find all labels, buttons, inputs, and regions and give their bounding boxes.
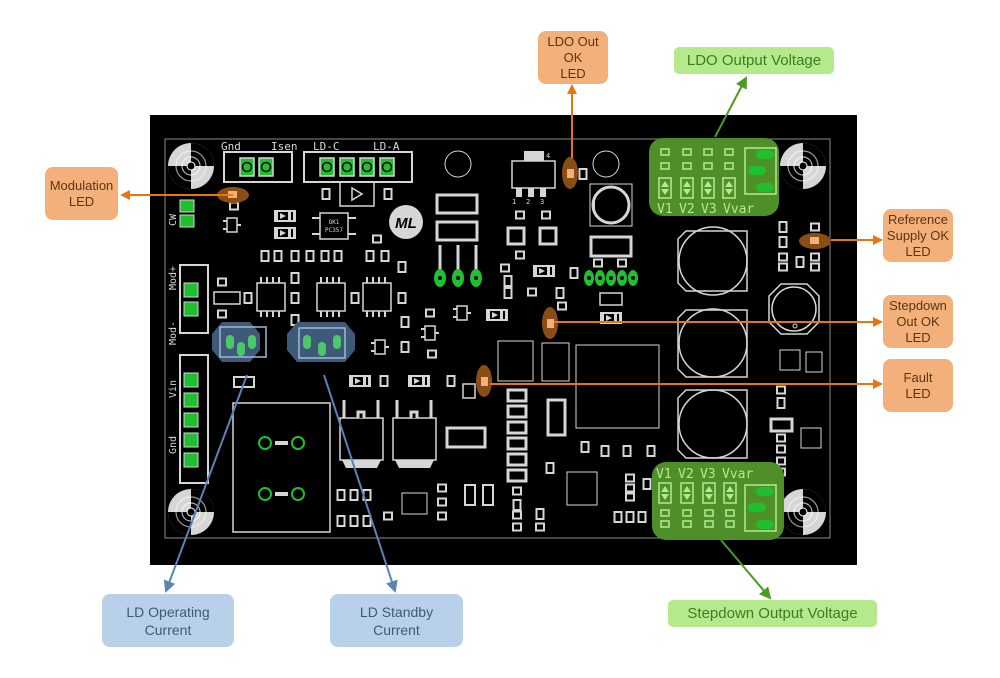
label-ld-c: LD-C xyxy=(313,140,340,153)
diode xyxy=(408,375,430,387)
electrolytic-cap xyxy=(589,183,633,227)
power-resistor xyxy=(589,235,633,258)
label-isen: Isen xyxy=(271,140,298,153)
smd-right-lower xyxy=(769,385,822,477)
label-ld-a: LD-A xyxy=(373,140,400,153)
pin-2: 2 xyxy=(526,198,530,206)
fault-led xyxy=(476,365,492,397)
callout-stepdown-output-voltage: Stepdown Output Voltage xyxy=(668,600,877,627)
ldo-out-ok-led xyxy=(562,157,578,189)
crystal-oscillator xyxy=(768,283,820,335)
callout-ld-standby-current: LD Standby Current xyxy=(330,594,463,647)
inductor xyxy=(677,389,748,459)
shunt-block xyxy=(232,402,331,533)
to252-package xyxy=(392,400,437,468)
label-gnd-side: Gnd xyxy=(168,436,179,454)
ic-small xyxy=(779,349,801,371)
cw-jumper: CW xyxy=(168,199,195,228)
stepdown-output-voltage-jumpers: V1 V2 V3 Vvar xyxy=(652,462,784,540)
connector-ld: LD-C LD-A xyxy=(303,140,413,183)
connector-gnd-isen: Gnd Isen xyxy=(221,140,298,183)
tvs-diode xyxy=(805,351,823,373)
capacitor xyxy=(506,226,526,246)
pin-1: 1 xyxy=(512,198,516,206)
label-ok1: OK1 xyxy=(329,219,340,226)
mounting-hole-top-left xyxy=(167,142,215,190)
callout-ldo-out-ok-led: LDO Out OK LED xyxy=(538,31,608,84)
diode-large xyxy=(339,181,375,207)
to220-pins xyxy=(434,245,482,287)
stepdown-jumper-v2: V2 xyxy=(678,467,694,482)
diode xyxy=(533,265,555,277)
arrow-ldo-output-voltage xyxy=(714,76,747,138)
label-gnd-top: Gnd xyxy=(221,140,241,153)
logo-text: ML xyxy=(395,215,417,232)
power-resistor xyxy=(435,220,479,242)
stepdown-ic xyxy=(575,344,660,429)
stepdown-jumper-vvar: Vvar xyxy=(722,467,753,482)
label-cw: CW xyxy=(168,213,179,226)
power-resistor xyxy=(445,426,487,449)
shunt-resistors xyxy=(258,436,305,501)
ic-package xyxy=(497,340,534,382)
callout-stepdown-out-ok-led: Stepdown Out OK LED xyxy=(883,295,953,348)
stepdown-jumper-v3: V3 xyxy=(700,467,716,482)
arrow-stepdown-output-voltage xyxy=(720,539,772,600)
smd-part xyxy=(462,383,476,399)
label-mod-plus: Mod+ xyxy=(168,266,179,290)
ldo-output-voltage-jumpers: V1 V2 V3 Vvar xyxy=(649,138,779,217)
ldo-jumper-vvar: Vvar xyxy=(723,202,754,217)
reference-supply-ok-led xyxy=(799,233,831,249)
diode xyxy=(349,375,371,387)
arrow-ld-operating-current xyxy=(163,374,248,593)
inductor xyxy=(677,308,748,378)
stepdown-jumper-v1: V1 xyxy=(656,467,672,482)
callout-ldo-output-voltage: LDO Output Voltage xyxy=(674,47,834,74)
power-resistor xyxy=(546,398,567,437)
fuse xyxy=(213,291,241,305)
fiducial-circle xyxy=(444,150,472,178)
inductor xyxy=(677,226,748,296)
optocoupler: OK1 PC357 xyxy=(312,212,356,240)
ldo-jumper-v1: V1 xyxy=(657,202,673,217)
diode xyxy=(274,227,296,239)
callout-reference-supply-ok-led: Reference Supply OK LED xyxy=(883,209,953,262)
smd-part xyxy=(233,376,255,388)
bridge-part xyxy=(599,292,623,306)
ld-standby-current-trimmer xyxy=(287,322,355,362)
regulator-sot223: 4 1 2 3 xyxy=(511,151,556,206)
ld-operating-current-trimmer xyxy=(212,322,267,362)
stepdown-out-ok-led xyxy=(542,307,558,339)
pin-3: 3 xyxy=(540,198,544,206)
connector-vin-gnd: Vin Gnd xyxy=(168,354,209,484)
capacitor xyxy=(538,226,558,246)
ic-package xyxy=(566,471,598,506)
diode xyxy=(274,210,296,222)
smd-cluster xyxy=(336,483,494,527)
mounting-hole-top-right xyxy=(779,142,827,190)
ldo-jumper-v3: V3 xyxy=(701,202,717,217)
label-mod-minus: Mod- xyxy=(168,321,179,345)
label-vin: Vin xyxy=(168,380,179,398)
pin-4: 4 xyxy=(546,152,550,160)
header-pins-green xyxy=(584,258,638,286)
label-pc357: PC357 xyxy=(325,227,343,234)
ldo-jumper-v2: V2 xyxy=(679,202,695,217)
arrow-ld-standby-current xyxy=(323,374,398,593)
brand-logo: ML xyxy=(389,205,423,239)
diode xyxy=(486,309,508,321)
ic-package xyxy=(541,342,570,382)
callout-fault-led: Fault LED xyxy=(883,359,953,412)
board-outline xyxy=(164,138,831,539)
callout-ld-operating-current: LD Operating Current xyxy=(102,594,234,647)
mounting-hole-bottom-right xyxy=(779,488,827,536)
smd-column xyxy=(506,388,545,532)
callout-modulation-led: Modulation LED xyxy=(45,167,118,220)
fiducial-circle-2 xyxy=(592,150,620,178)
connector-mod: Mod+ Mod- xyxy=(168,264,209,345)
power-resistor xyxy=(435,193,479,215)
mounting-hole-bottom-left xyxy=(167,488,215,536)
